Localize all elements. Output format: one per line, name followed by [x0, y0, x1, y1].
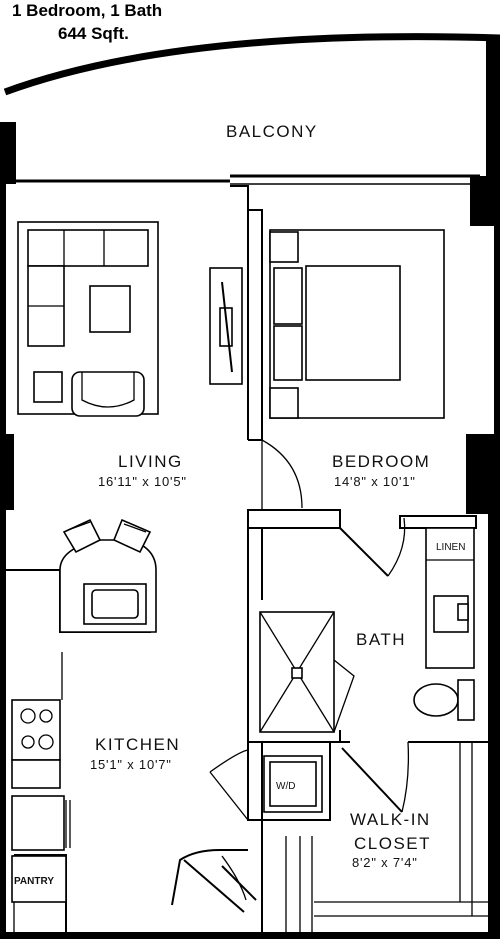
linen-label: LINEN [436, 542, 465, 553]
pantry-label: PANTRY [14, 876, 54, 887]
shower [259, 611, 355, 733]
right-pier-mid [466, 434, 500, 514]
nightstand-top [269, 231, 299, 263]
exterior-walls [0, 33, 500, 939]
left-pier-mid [0, 434, 14, 510]
cooktop [20, 708, 54, 750]
living-label: LIVING [118, 452, 183, 471]
walk-in-closet-dimensions: 8'2" x 7'4" [352, 855, 418, 870]
bar-stool-left [62, 518, 102, 554]
side-table [33, 371, 63, 403]
curved-facade-wall [3, 33, 500, 96]
bedroom-dimensions: 14'8" x 10'1" [334, 474, 416, 489]
washer-dryer-label: W/D [276, 781, 295, 792]
kitchen-label: KITCHEN [95, 735, 180, 754]
balcony-label: BALCONY [226, 122, 318, 141]
bar-stool-right [112, 518, 152, 554]
walk-in-closet-label-line1: WALK-IN [350, 810, 431, 829]
kitchen-island [59, 539, 157, 633]
vanity [425, 527, 475, 669]
pantry-box [11, 855, 67, 903]
bed [269, 229, 445, 419]
bedroom-label: BEDROOM [332, 452, 430, 471]
tv-console [209, 267, 243, 385]
counter-segment [11, 759, 61, 789]
nightstand-bottom [269, 387, 299, 419]
doors [183, 439, 410, 913]
refrigerator [11, 795, 71, 851]
coffee-table [89, 285, 131, 333]
right-pier-top [486, 36, 500, 226]
washer-dryer [263, 755, 323, 813]
unit-area-label: 644 Sqft. [58, 24, 129, 43]
bath-label: BATH [356, 630, 406, 649]
left-pier-top [0, 122, 16, 184]
walk-in-closet-label-line2: CLOSET [354, 834, 431, 853]
toilet [413, 679, 475, 721]
armchair [71, 371, 145, 417]
kitchen-dimensions: 15'1" x 10'7" [90, 757, 172, 772]
counter-left [11, 652, 63, 761]
unit-type-label: 1 Bedroom, 1 Bath [12, 1, 163, 20]
living-dimensions: 16'11" x 10'5" [98, 474, 187, 489]
